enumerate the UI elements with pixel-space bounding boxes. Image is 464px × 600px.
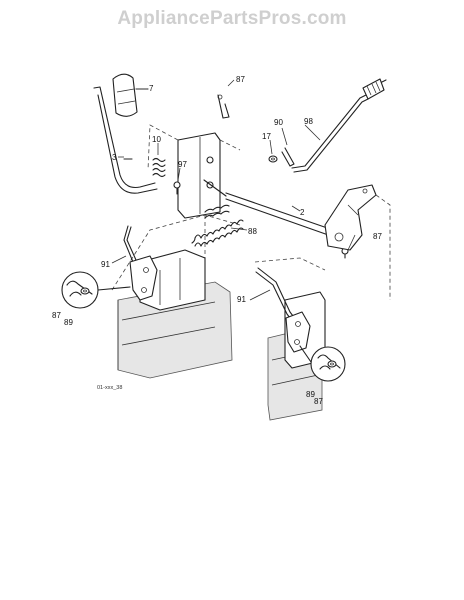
part-2-lift-shaft [203, 179, 337, 238]
figure-id: 01-xxx_38 [97, 385, 122, 391]
part-91-lift-link-right [255, 267, 311, 353]
callout-87-right: 87 [373, 232, 382, 241]
callout-90: 90 [274, 118, 283, 127]
part-90-clip [281, 147, 295, 167]
callout-89-right-detail: 89 [306, 390, 315, 399]
part-3-lift-handle [93, 86, 158, 194]
callout-87-right-detail: 87 [314, 397, 323, 406]
part-88-long-spring [191, 204, 244, 247]
part-98-adjust-rod [291, 78, 387, 173]
part-91-lift-link-left [123, 225, 158, 301]
part-7-handle-grip [112, 73, 149, 117]
callouts: 7 87 3 10 97 17 90 98 2 87 88 91 87 89 9… [52, 75, 382, 406]
callout-98: 98 [304, 117, 313, 126]
deck-body-left [111, 214, 241, 379]
callout-87-left-detail: 87 [52, 311, 61, 320]
callout-3: 3 [112, 153, 117, 162]
callout-91-right: 91 [237, 295, 246, 304]
right-arm-bracket [324, 184, 391, 300]
callout-87-top: 87 [236, 75, 245, 84]
detail-circle-right [299, 345, 346, 382]
leader-lines [111, 79, 356, 301]
callout-10: 10 [152, 135, 161, 144]
watermark: AppliancePartsPros.com [117, 8, 347, 29]
callout-89-left-detail: 89 [64, 318, 73, 327]
detail-circle-left [61, 271, 131, 309]
part-10-spring [152, 157, 166, 178]
part-17-washer [268, 155, 278, 163]
callout-88: 88 [248, 227, 257, 236]
callout-17: 17 [262, 132, 271, 141]
callout-97-left: 97 [178, 160, 187, 169]
callout-2: 2 [300, 208, 305, 217]
callout-7: 7 [149, 84, 154, 93]
callout-91-left: 91 [101, 260, 110, 269]
center-bracket [147, 124, 241, 219]
part-87-hairpin-top [217, 94, 230, 119]
